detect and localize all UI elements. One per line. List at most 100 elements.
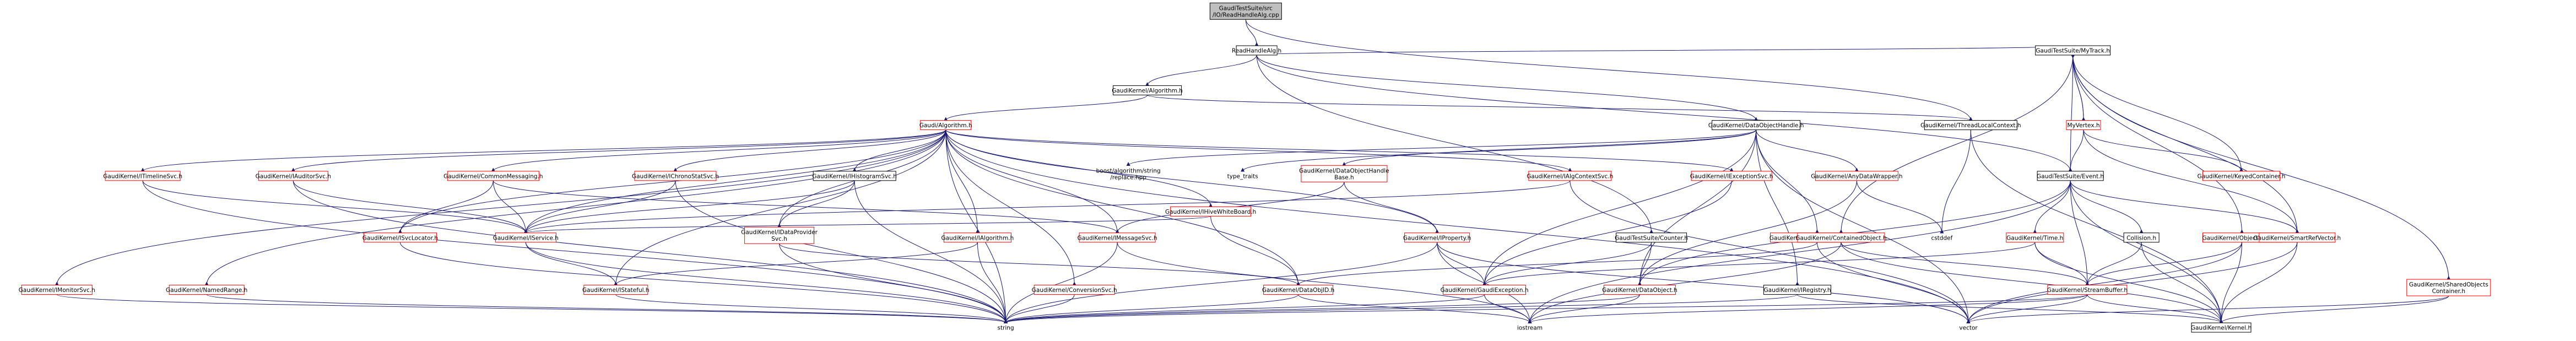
node-box [1603, 285, 1676, 295]
include-edge [2083, 129, 2243, 172]
graph-node-smartrefvector[interactable]: GaudiKernel/SmartRefVector.h [2254, 232, 2341, 243]
graph-node-iregistry[interactable]: GaudiKernel/IRegistry.h [1763, 285, 1832, 295]
graph-node-gktime[interactable]: GaudiKernel/Time.h [2006, 232, 2064, 243]
include-edge [1437, 242, 1487, 286]
include-edge [1970, 129, 2223, 323]
node-label: GaudiKernel/IRegistry.h [1764, 287, 1831, 294]
graph-node-gaudiexception[interactable]: GaudiKernel/GaudiException.h [1441, 285, 1529, 295]
node-box [2035, 45, 2111, 56]
graph-node-iexceptionsvc[interactable]: GaudiKernel/IExceptionSvc.h [1690, 171, 1773, 181]
node-label: GaudiKernel/IProperty.h [1403, 235, 1471, 241]
node-box [1236, 45, 1278, 56]
graph-node-testsuitecounter[interactable]: GaudiTestSuite/Counter.h [1615, 232, 1688, 243]
graph-node-ialgcontextsvc[interactable]: GaudiKernel/IAlgContextSvc.h [1527, 171, 1613, 181]
include-edge [1966, 242, 2298, 323]
graph-node-testsuiteevent[interactable]: GaudiTestSuite/Event.h [2037, 171, 2104, 181]
graph-node-iauditorsvc[interactable]: GaudiKernel/IAuditorSvc.h [256, 171, 331, 181]
include-edge [493, 180, 528, 234]
node-label: GaudiKernel/IMessageSvc.h [1078, 235, 1157, 241]
graph-node-commonmessaging[interactable]: GaudiKernel/CommonMessaging.h [443, 171, 543, 181]
node-label: string [997, 325, 1014, 332]
include-edge [1004, 294, 1640, 323]
graph-node-collision[interactable]: Collision.h [2123, 232, 2160, 243]
graph-node-cstddef: cstddef [1931, 235, 1952, 241]
node-label: vector [1959, 325, 1978, 332]
graph-node-mytrack-myvertex[interactable]: MyVertex.h [2066, 120, 2101, 131]
graph-node-dataobjid[interactable]: GaudiKernel/DataObjID.h [1262, 285, 1334, 295]
include-edge [1528, 242, 1842, 323]
graph-node-ihivewhiteboard[interactable]: GaudiKernel/IHiveWhiteBoard.h [1165, 206, 1256, 216]
graph-node-ialgorithm[interactable]: GaudiKernel/IAlgorithm.h [941, 232, 1014, 243]
include-edge [2068, 129, 2084, 172]
include-edge [2072, 55, 2243, 172]
graph-node-imonitorsvc[interactable]: GaudiKernel/IMonitorSvc.h [19, 285, 95, 295]
graph-node-type-traits: type_traits [1227, 173, 1258, 180]
include-edge [2070, 180, 2299, 234]
graph-node-containedobject[interactable]: GaudiKernel/ContainedObject.h [1795, 232, 1887, 243]
node-box [2259, 232, 2336, 243]
include-edge [944, 94, 1148, 121]
graph-node-kernel[interactable]: GaudiKernel/Kernel.h [2191, 322, 2252, 333]
include-edge [1637, 242, 1652, 286]
include-edge [945, 129, 1008, 323]
graph-node-streambuffer[interactable]: GaudiKernel/StreamBuffer.h [2047, 285, 2128, 295]
include-edge [675, 180, 1008, 323]
graph-node-isvclocator[interactable]: GaudiKernel/ISvcLocator.h [362, 232, 438, 243]
graph-node-iproperty[interactable]: GaudiKernel/IProperty.h [1403, 232, 1471, 243]
node-box [1528, 171, 1612, 181]
node-box [1616, 232, 1687, 243]
include-edge [291, 129, 946, 172]
graph-node-itimelinesvc[interactable]: GaudiKernel/ITimelineSvc.h [103, 171, 182, 181]
include-edge [1437, 242, 1971, 323]
node-label: cstddef [1931, 235, 1952, 241]
graph-node-dataobjecthandle[interactable]: GaudiKernel/DataObjectHandle.h [1708, 120, 1804, 131]
include-edge [1797, 294, 2223, 323]
graph-node-anydatawrapper[interactable]: GaudiKernel/AnyDataWrapper.h [1811, 171, 1903, 181]
node-box [1691, 171, 1772, 181]
include-edge [1004, 294, 1299, 323]
graph-node-mytrack[interactable]: GaudiTestSuite/MyTrack.h [2035, 45, 2111, 56]
include-edge [525, 242, 1008, 323]
graph-node-ihistogramsvc[interactable]: GaudiKernel/IHistogramSvc.h [812, 171, 897, 181]
graph-node-ichronostatsvc[interactable]: GaudiKernel/IChronoStatSvc.h [632, 171, 719, 181]
node-box [634, 171, 717, 181]
graph-node-readhandlealg[interactable]: ReadHandleAlg.h [1232, 45, 1281, 56]
graph-node-istateful[interactable]: GaudiKernel/IStateful.h [582, 285, 650, 295]
graph-node-gaudialg-algorithm[interactable]: Gaudi/Algorithm.h [919, 120, 972, 131]
graph-node-imessagesvc[interactable]: GaudiKernel/IMessageSvc.h [1078, 232, 1157, 243]
include-edge [293, 180, 528, 234]
graph-node-conversionsvc[interactable]: GaudiKernel/ConversionSvc.h [1032, 285, 1117, 295]
node-box [105, 171, 181, 181]
graph-node-namedrange[interactable]: GaudiKernel/NamedRange.h [166, 285, 247, 295]
node-label: GaudiKernel/IExceptionSvc.h [1690, 173, 1773, 180]
node-box [1712, 120, 1801, 131]
node-label: GaudiKernel/AnyDataWrapper.h [1811, 173, 1902, 180]
include-edge [1296, 242, 1817, 286]
include-edge [2219, 242, 2242, 323]
include-edge [1966, 295, 2449, 323]
include-edge [673, 129, 946, 172]
node-box [1924, 120, 2017, 131]
node-label: GaudiKernel/GaudiException.h [1441, 287, 1529, 294]
graph-node-dataobject[interactable]: GaudiKernel/DataObject.h [1602, 285, 1677, 295]
graph-node-iservice[interactable]: GaudiKernel/IService.h [493, 232, 559, 243]
graph-node-threadlocalcontext[interactable]: GaudiKernel/ThreadLocalContext.h [1920, 120, 2021, 131]
include-edge [1245, 19, 1259, 46]
include-edge [945, 129, 1301, 286]
graph-node-keyedcontainer[interactable]: GaudiKernel/KeyedContainer.h [2198, 171, 2286, 181]
node-box [21, 285, 93, 295]
include-edge [854, 180, 1008, 323]
include-edge [945, 129, 979, 234]
graph-node-kernel-algorithm[interactable]: GaudiKernel/Algorithm.h [1112, 85, 1183, 95]
node-label: GaudiTestSuite/src [1219, 5, 1273, 12]
node-label: GaudiKernel/Time.h [2006, 235, 2063, 241]
node-box [1263, 285, 1334, 295]
include-edge [523, 180, 1571, 234]
include-edge [1004, 294, 1485, 323]
node-label: Collision.h [2126, 235, 2156, 241]
graph-node-root[interactable]: GaudiTestSuite/src/IO/ReadHandleAlg.cpp [1209, 2, 1282, 20]
